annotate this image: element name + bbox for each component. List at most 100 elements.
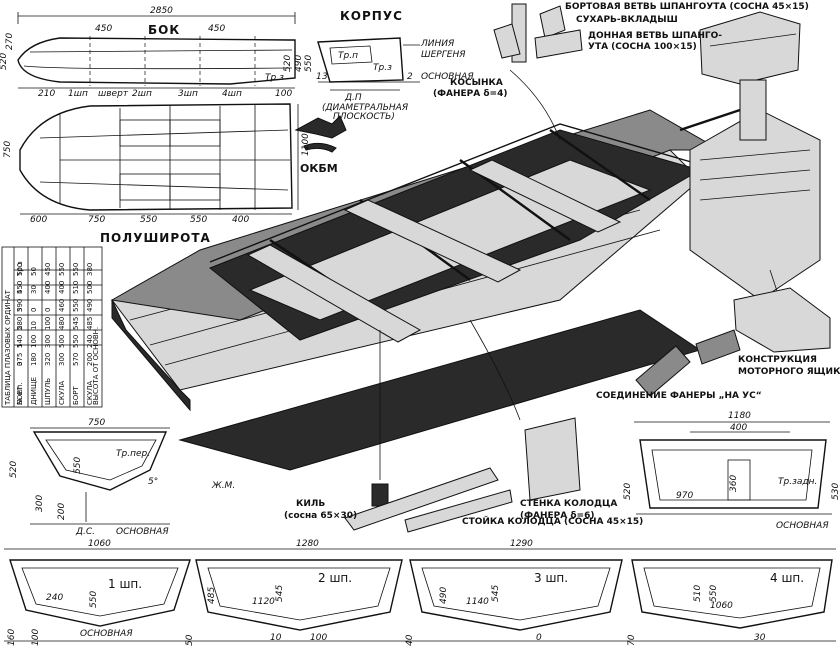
front-dim-4: 200 [57, 503, 67, 520]
hull-num-3: 2 [407, 72, 413, 82]
outboard-motor [699, 11, 801, 85]
offsets-table: ТАБЛИЦА ПЛАЗОВЫХ ОРДИНАТ ВЫСОТА ОТ ОСНОВ… [1, 246, 103, 408]
callout-motor-box-1: КОНСТРУКЦИЯ [738, 355, 817, 365]
table-row-label: БОРТ [16, 385, 24, 405]
side-dim-b-6: 4шп [222, 89, 242, 99]
frame-2-dim-6: 50 [185, 634, 195, 646]
table-cell: 100 [30, 335, 38, 348]
callout-motor-box-2: МОТОРНОГО ЯЩИКА [738, 367, 840, 377]
hull-dim-2: 520 [283, 55, 293, 72]
table-row-label: БОРТ [72, 385, 80, 405]
table-cell: 2 [16, 326, 24, 330]
table-row-label: № шп. [16, 382, 24, 405]
joint-piece-left [635, 345, 691, 397]
table-cell: 590 [16, 299, 24, 312]
side-dim-b-1: 210 [38, 89, 55, 99]
table-cell: 550 [72, 299, 80, 312]
frame-4-dim-5: 70 [627, 634, 637, 646]
table-row-label: ШПУЛЬ [44, 378, 52, 405]
signature: Ж.М. [211, 481, 235, 491]
frame-2-dim-1: 545 [275, 585, 285, 602]
table-cell: 510 [72, 281, 80, 294]
table-cell: 450 [44, 263, 52, 276]
keel-strip [344, 467, 499, 531]
table-cell: 400 [44, 281, 52, 294]
table-cell: 180 [30, 353, 38, 366]
hull-label-sheer-2: ШЕРГЕНЯ [421, 50, 465, 60]
callout-well-wall-2: (ФАНЕРА δ=6) [520, 511, 594, 521]
thwart-bow [246, 244, 422, 343]
front-cl: Д.С. [75, 527, 95, 537]
table-cell: 100 [44, 317, 52, 330]
plan-dim-b-1: 600 [30, 215, 47, 225]
frame-1-dim-4: 100 [31, 629, 41, 646]
rear-dim-1: 970 [676, 491, 693, 501]
callout-gusset-2: (ФАНЕРА δ=4) [433, 89, 507, 99]
frame-3-name: 3 шп. [534, 571, 568, 585]
hull-section-small: КОРПУС Тр.п Тр.з ЛИНИЯ ШЕРГЕНЯ ОСНОВНАЯ … [283, 9, 474, 122]
shark-icon [294, 115, 347, 139]
frame-3-dim-1: 545 [491, 585, 501, 602]
frame-4-dim-4: 30 [754, 633, 766, 643]
callout-frame-bottom-1: ДОННАЯ ВЕТВЬ ШПАНГО- [588, 31, 722, 41]
thwart-aft [468, 159, 622, 233]
frame-1-dim-1: 550 [89, 591, 99, 608]
table-cell: 550 [58, 263, 66, 276]
plywood-joint: СОЕДИНЕНИЕ ФАНЕРЫ „НА УС“ [596, 329, 762, 401]
table-cell: 500 [86, 281, 94, 294]
well-post [404, 489, 513, 533]
table-cell: 30 [30, 285, 38, 294]
plan-view-title: ПОЛУШИРОТА [100, 231, 211, 245]
centerline-3: ПЛОСКОСТЬ) [333, 112, 395, 122]
plan-dim-b-5: 400 [232, 215, 249, 225]
frame-1: 1060 1 шп. 550 240 160 100 [7, 539, 191, 646]
plan-dim-b-2: 750 [88, 215, 105, 225]
frame-1-width: 1060 [88, 539, 111, 549]
table-cell: 200 [86, 353, 94, 366]
rear-dim-2: 520 [623, 483, 633, 500]
side-dim-b-4: 2шп [132, 89, 152, 99]
frame-3-dim-5: 40 [405, 634, 415, 646]
table-cell: 545 [72, 317, 80, 330]
rear-section: 1180 400 970 Тр.задн. 520 360 530 ОСНОВН… [623, 411, 840, 531]
front-dim-2: 550 [73, 457, 83, 474]
frames-base-label: ОСНОВНАЯ [80, 629, 133, 639]
callout-well-post: СТОЙКА КОЛОДЦА (СОСНА 45×15) [462, 515, 643, 527]
frame-4-dim-2: 510 [693, 585, 703, 602]
table-row-label: СКУЛА [58, 381, 66, 405]
table-cell: 400 [58, 281, 66, 294]
side-transom-label: Тр.з [265, 73, 284, 83]
table-cell: 3 [16, 308, 24, 312]
front-section: 750 Тр.пер. 520 550 300 200 5° Д.С. ОСНО… [9, 418, 170, 537]
callout-keel-1: КИЛЬ [296, 499, 325, 509]
plan-dim-right: 1100 [301, 133, 311, 156]
table-cell: 0 [30, 308, 38, 312]
frame-4-dim-3: 1060 [710, 601, 733, 611]
joint-piece-right [695, 329, 741, 365]
side-view: 2850 БОК 450 450 Тр.з 520 270 210 1шп шв… [0, 6, 296, 99]
table-cell: 380 [86, 263, 94, 276]
table-cell: 300 [58, 353, 66, 366]
hull-title: КОРПУС [340, 9, 403, 23]
callout-keel-2: (сосна 65×30) [284, 511, 357, 521]
frames-row: ОСНОВНАЯ 1060 1 шп. 550 240 160 100 1280… [4, 539, 836, 646]
rear-dim-4: 530 [831, 483, 840, 500]
side-dim-left-1: 520 [0, 53, 9, 70]
frame-4-name: 4 шп. [770, 571, 804, 585]
table-cell: 300 [44, 335, 52, 348]
table-cell: 4 [16, 289, 24, 294]
frame-1-name: 1 шп. [108, 577, 142, 591]
motor-leg [739, 79, 767, 141]
table-cell: Тр.з [16, 261, 24, 277]
hull-dim-3: 550 [304, 55, 314, 72]
callout-rusk: СУХАРЬ-ВКЛАДЫШ [576, 15, 678, 25]
side-length-label: 2850 [150, 6, 173, 16]
well-keel-details: КИЛЬ (сосна 65×30) СТЕНКА КОЛОДЦА (ФАНЕР… [211, 319, 643, 533]
frame-2-dim-3: 1120 [252, 597, 275, 607]
callout-gusset-1: КОСЫНКА [450, 78, 503, 88]
table-cell: 500 [16, 263, 24, 276]
side-dim-top-2: 450 [208, 24, 225, 34]
hull-label-base: ОСНОВНАЯ [421, 72, 474, 82]
